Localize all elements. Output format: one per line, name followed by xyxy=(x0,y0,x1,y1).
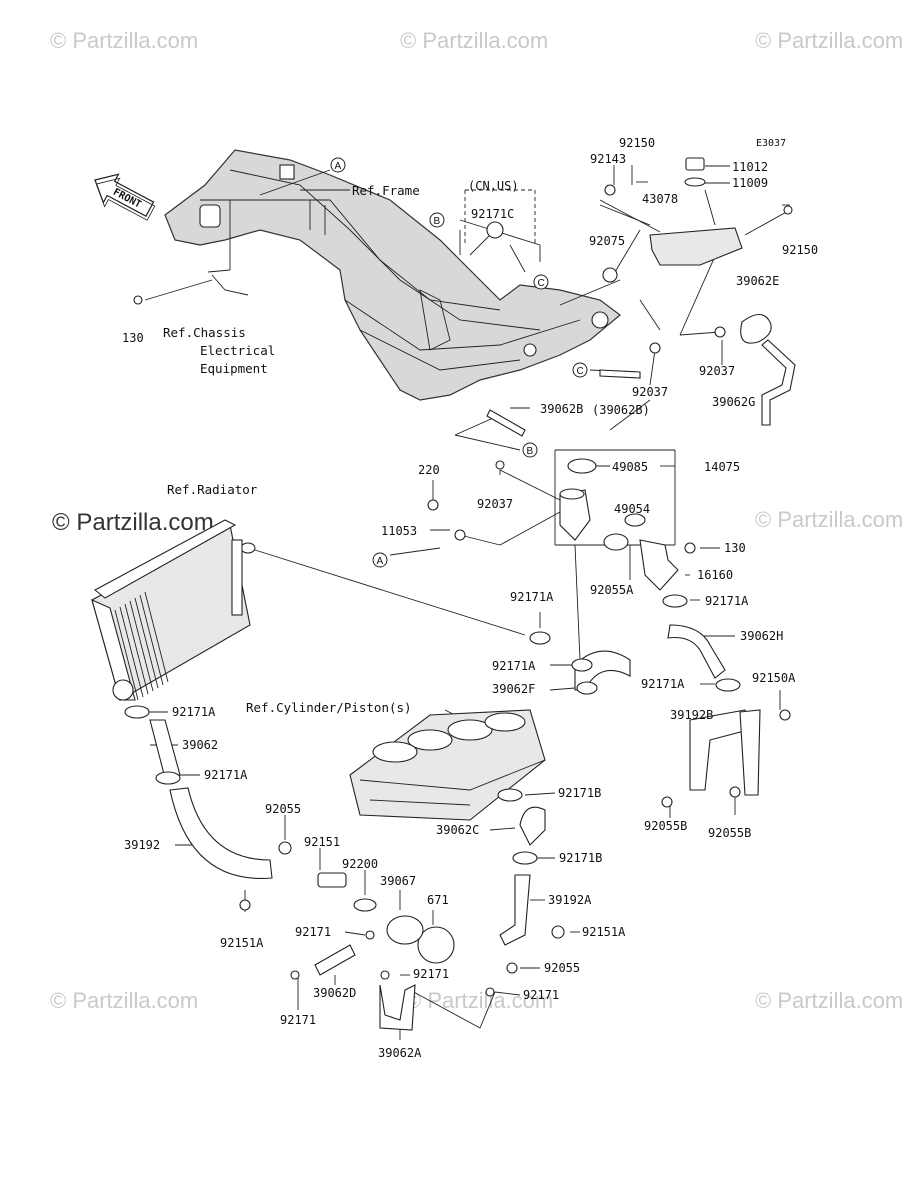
part-label: 92055B xyxy=(644,819,687,833)
part-label: 16160 xyxy=(697,568,733,582)
part-label: 39062C xyxy=(436,823,479,837)
part-label: 39062A xyxy=(378,1046,422,1060)
part-label: 92037 xyxy=(477,497,513,511)
watermark-radiator: © Partzilla.com xyxy=(52,509,214,536)
callout-b-top xyxy=(429,212,445,228)
part-label: 43078 xyxy=(642,192,678,206)
part-label: 92171A xyxy=(641,677,685,691)
part-label: 92143 xyxy=(590,152,626,166)
reservoir-tank xyxy=(602,157,790,283)
part-label: 11012 xyxy=(732,160,768,174)
part-label: 92171 xyxy=(413,967,449,981)
frame-illustration xyxy=(164,149,621,401)
part-label: 92055A xyxy=(590,583,634,597)
part-label: 92055 xyxy=(544,961,580,975)
part-label: 11009 xyxy=(732,176,768,190)
part-label: 39062E xyxy=(736,274,779,288)
part-label: 92150 xyxy=(782,243,818,257)
ref-cn-us: (CN,US) xyxy=(468,179,519,193)
watermark-mid-right: © Partzilla.com xyxy=(755,507,903,532)
part-label: 92151 xyxy=(304,835,340,849)
callout-b-mid-label: B xyxy=(527,446,534,457)
part-label: 92055 xyxy=(265,802,301,816)
part-label: 130 xyxy=(122,331,144,345)
callout-markers: A B C C B A xyxy=(330,157,588,568)
part-label: 92151A xyxy=(582,925,626,939)
part-label: 92075 xyxy=(589,234,625,248)
watermark-bottom-right: © Partzilla.com xyxy=(755,988,903,1013)
part-label: 92171A xyxy=(204,768,248,782)
part-label: 92171 xyxy=(523,988,559,1002)
part-label: 39062 xyxy=(182,738,218,752)
part-number-labels: 92150 92143 11012 11009 43078 92150 9217… xyxy=(122,136,818,1060)
part-label: 39192B xyxy=(670,708,713,722)
part-label: 39062B xyxy=(540,402,583,416)
part-label: 39192 xyxy=(124,838,160,852)
part-label: 220 xyxy=(418,463,440,477)
part-label: 671 xyxy=(427,893,449,907)
watermark-top-center: © Partzilla.com xyxy=(400,28,548,53)
part-label: 39192A xyxy=(548,893,592,907)
ref-chassis-line2: Electrical xyxy=(200,343,275,358)
watermark-top-left: © Partzilla.com xyxy=(50,28,198,53)
part-label: 49085 xyxy=(612,460,648,474)
callout-a-mid-label: A xyxy=(377,556,384,567)
part-label: 92150 xyxy=(619,136,655,150)
ref-radiator: Ref.Radiator xyxy=(167,482,258,497)
part-label: 92171B xyxy=(559,851,602,865)
part-label: 92037 xyxy=(699,364,735,378)
part-label: 11053 xyxy=(381,524,417,538)
callout-b-top-label: B xyxy=(434,216,441,227)
part-label: 92055B xyxy=(708,826,751,840)
part-label: (39062B) xyxy=(592,403,650,417)
callout-a-top xyxy=(330,157,346,173)
part-label: 92171A xyxy=(705,594,749,608)
ref-cylinder: Ref.Cylinder/Piston(s) xyxy=(246,700,412,715)
part-label: 14075 xyxy=(704,460,740,474)
clamps-and-fittings xyxy=(124,205,793,997)
callout-c-mid xyxy=(572,362,588,378)
callout-c-mid-label: C xyxy=(577,366,584,377)
front-arrow-icon: FRONT xyxy=(94,173,156,221)
watermark-bottom-left: © Partzilla.com xyxy=(50,988,198,1013)
part-label: 92037 xyxy=(632,385,668,399)
callout-b-mid xyxy=(522,442,538,458)
part-label: 39062F xyxy=(492,682,535,696)
ref-chassis-line1: Ref.Chassis xyxy=(163,325,246,340)
cylinder-block-illustration xyxy=(349,709,546,821)
ref-chassis-line3: Equipment xyxy=(200,361,268,376)
diagram-code: E3037 xyxy=(756,138,786,149)
ref-frame: Ref.Frame xyxy=(352,183,420,198)
thermostat-housing xyxy=(559,458,679,591)
part-label: 92171 xyxy=(280,1013,316,1027)
callout-a-mid xyxy=(372,552,388,568)
callout-a-top-label: A xyxy=(335,161,342,172)
part-label: 92171A xyxy=(510,590,554,604)
watermark-group: © Partzilla.com © Partzilla.com © Partzi… xyxy=(50,28,903,1013)
part-label: 92171B xyxy=(558,786,601,800)
radiator-illustration xyxy=(91,519,256,701)
part-label: 49054 xyxy=(614,502,650,516)
part-label: 92171A xyxy=(172,705,216,719)
part-label: 39062D xyxy=(313,986,356,1000)
part-label: 92150A xyxy=(752,671,796,685)
hoses xyxy=(149,313,796,1031)
part-label: 92171C xyxy=(471,207,514,221)
reference-labels: Ref.Frame Ref.Chassis Electrical Equipme… xyxy=(163,179,519,715)
part-label: 39062H xyxy=(740,629,783,643)
part-label: 92200 xyxy=(342,857,378,871)
part-label: 130 xyxy=(724,541,746,555)
part-label: 39062G xyxy=(712,395,755,409)
part-label: 39067 xyxy=(380,874,416,888)
part-label: 92151A xyxy=(220,936,264,950)
watermark-top-right: © Partzilla.com xyxy=(755,28,903,53)
callout-c-top-label: C xyxy=(538,278,545,289)
part-label: 92171 xyxy=(295,925,331,939)
callout-c-top xyxy=(533,274,549,290)
part-label: 92171A xyxy=(492,659,536,673)
